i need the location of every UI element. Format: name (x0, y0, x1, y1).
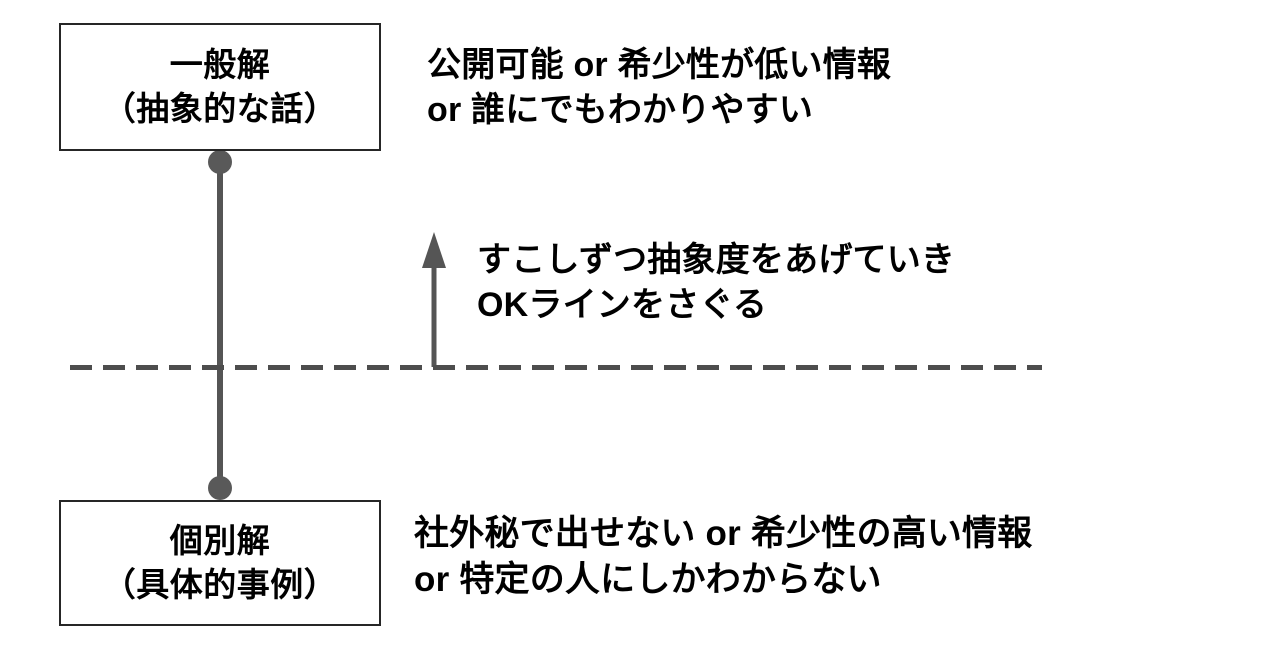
annotation-process: すこしずつ抽象度をあげていき OKラインをさぐる (477, 238, 955, 328)
concept-box-general[interactable]: 一般解 （抽象的な話） (59, 23, 381, 151)
annotation-individual-line2: or 特定の人にしかわからない (414, 560, 882, 600)
concept-box-individual[interactable]: 個別解 （具体的事例） (59, 500, 381, 626)
annotation-general-line1: 公開可能 or 希少性が低い情報 (427, 46, 892, 84)
annotation-individual-line1: 社外秘で出せない or 希少性の高い情報 (414, 514, 1033, 553)
annotation-process-line1: すこしずつ抽象度をあげていき (477, 241, 956, 279)
annotation-process-line2: OKラインをさぐる (477, 286, 768, 325)
vertical-connector-line (217, 150, 223, 490)
annotation-general-line2: or 誰にでもわかりやすい (427, 91, 814, 130)
arrow-up-icon (422, 232, 446, 367)
dashed-threshold-line (70, 365, 1042, 370)
concept-box-individual-line1: 個別解 (169, 522, 271, 560)
concept-box-individual-line2: （具体的事例） (102, 566, 338, 603)
concept-box-general-line2: （抽象的な話） (102, 90, 338, 127)
connector-dot-bottom (208, 476, 232, 500)
concept-box-general-line1: 一般解 (169, 46, 271, 84)
annotation-general: 公開可能 or 希少性が低い情報 or 誰にでもわかりやすい (427, 43, 891, 133)
connector-dot-top (208, 150, 232, 174)
annotation-individual: 社外秘で出せない or 希少性の高い情報 or 特定の人にしかわからない (414, 511, 1032, 603)
